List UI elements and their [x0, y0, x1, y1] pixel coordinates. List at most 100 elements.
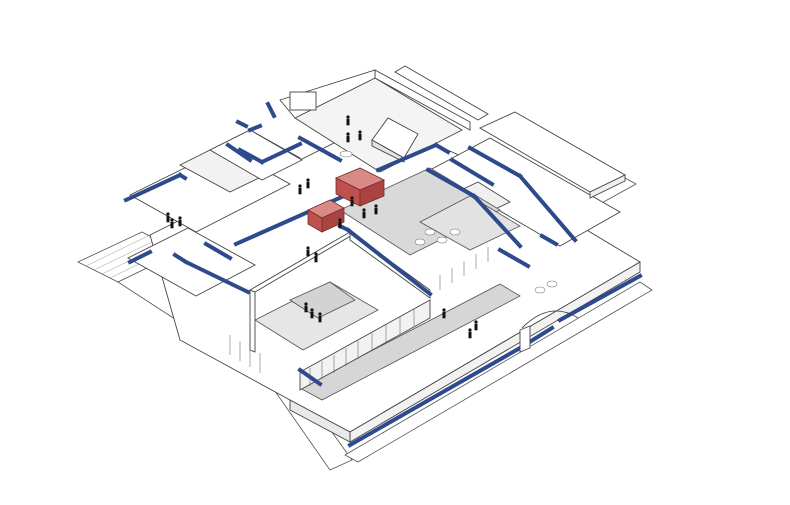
person-figure [166, 212, 170, 223]
east-court-floor [419, 195, 521, 251]
person-body [314, 255, 318, 263]
person-body [362, 211, 366, 219]
cut-wall [557, 273, 643, 323]
person-body [318, 315, 322, 323]
person-head [298, 184, 302, 188]
cut-wall [177, 172, 188, 181]
person-figure [318, 312, 322, 323]
person-head [362, 208, 366, 212]
person-body [474, 323, 478, 331]
person-body [170, 221, 174, 229]
terrace-roof-east [394, 65, 489, 121]
north-terrace [279, 65, 489, 173]
person-head [304, 302, 308, 306]
person-figure [350, 196, 354, 207]
person-head [358, 130, 362, 134]
person-figure [362, 208, 366, 219]
cut-wall [347, 345, 523, 448]
cut-wall [471, 193, 523, 249]
person-figure [310, 308, 314, 319]
cut-walls [123, 101, 643, 448]
cut-wall [225, 142, 253, 163]
rooflight-face [371, 139, 405, 163]
person-figure [468, 328, 472, 339]
red-stair-side [321, 207, 345, 233]
person-head [166, 212, 170, 216]
person-head [306, 246, 310, 250]
red-box-side [359, 179, 385, 207]
person-figure [298, 184, 302, 195]
south-corridor-floor [299, 283, 521, 401]
person-head [442, 308, 446, 312]
cut-wall [467, 145, 523, 179]
person-body [346, 135, 350, 143]
seat-circle [436, 236, 448, 244]
cut-wall [433, 142, 451, 155]
seat-circle [339, 150, 353, 158]
person-figure [306, 178, 310, 189]
seat-circle [546, 280, 558, 288]
cut-wall [345, 227, 433, 297]
cut-wall [123, 172, 183, 203]
person-head [306, 178, 310, 182]
person-figure [306, 246, 310, 257]
entrance-arch [519, 310, 579, 353]
cut-wall [517, 173, 578, 243]
seat-circle [534, 286, 546, 294]
person-body [346, 118, 350, 126]
cut-wall [259, 141, 303, 165]
seat-circle [424, 228, 436, 236]
cut-wall [265, 101, 277, 119]
person-figure [178, 216, 182, 227]
person-head [346, 115, 350, 119]
glazing-mullions [229, 247, 489, 386]
slab-edge-west [289, 399, 351, 443]
person-figure [304, 302, 308, 313]
person-body [358, 133, 362, 141]
cut-wall [172, 252, 189, 265]
person-body [468, 331, 472, 339]
person-head [374, 204, 378, 208]
person-head [310, 308, 314, 312]
cut-wall [297, 135, 343, 163]
cut-wall [375, 142, 439, 173]
red-volumes [307, 167, 385, 233]
person-head [350, 196, 354, 200]
person-figure [346, 115, 350, 126]
arch-curve [521, 310, 579, 329]
cut-wall [497, 247, 531, 269]
person-body [166, 215, 170, 223]
person-head [318, 312, 322, 316]
person-figure [374, 204, 378, 215]
person-figure [346, 132, 350, 143]
person-figure [358, 130, 362, 141]
cut-wall [247, 123, 263, 133]
cut-wall [127, 249, 153, 265]
seating-circles [339, 150, 558, 294]
person-head [314, 252, 318, 256]
person-head [170, 218, 174, 222]
cut-wall [539, 233, 559, 247]
person-figure [442, 308, 446, 319]
hatch-line [85, 235, 149, 267]
person-body [306, 181, 310, 189]
person-body [304, 305, 308, 313]
court-wall-west [249, 289, 256, 353]
cut-wall [235, 119, 249, 129]
west-room-north [209, 129, 303, 181]
person-body [298, 187, 302, 195]
person-body [350, 199, 354, 207]
cut-wall [237, 147, 265, 165]
people-group [166, 115, 478, 339]
cut-wall [449, 157, 495, 187]
seat-circle [414, 238, 426, 246]
person-head [178, 216, 182, 220]
person-body [442, 311, 446, 319]
person-body [338, 221, 342, 229]
person-head [468, 328, 472, 332]
east-walkway [344, 281, 653, 463]
hatch-line [93, 239, 157, 271]
person-figure [338, 218, 342, 229]
